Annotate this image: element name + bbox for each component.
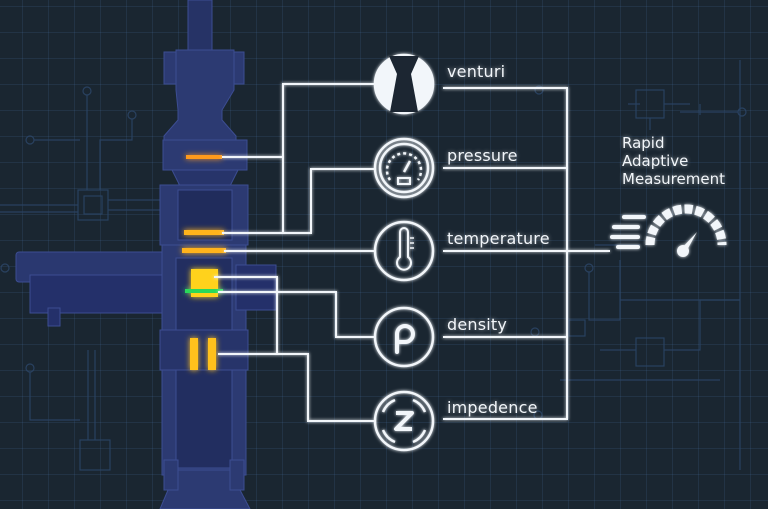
title-line-3: Measurement (622, 170, 725, 188)
connector-wires (214, 83, 610, 422)
rho-density-icon (373, 306, 435, 368)
venturi-icon (373, 53, 435, 115)
label-pressure: pressure (447, 146, 518, 165)
label-impedence: impedence (447, 398, 538, 417)
sensor-glows (182, 155, 226, 370)
circuit-traces (0, 60, 747, 471)
pressure-gauge-icon (373, 137, 435, 199)
label-temperature: temperature (447, 229, 550, 248)
measurement-icons (373, 53, 435, 452)
diagram-title: Rapid Adaptive Measurement (622, 134, 725, 188)
speedometer-icon (610, 204, 727, 257)
title-line-2: Adaptive (622, 152, 689, 170)
thermometer-icon (373, 220, 435, 282)
label-density: density (447, 315, 508, 334)
flow-meter-machine (15, 0, 277, 509)
title-line-1: Rapid (622, 134, 665, 152)
z-impedance-icon (373, 390, 435, 452)
label-venturi: venturi (447, 62, 506, 81)
